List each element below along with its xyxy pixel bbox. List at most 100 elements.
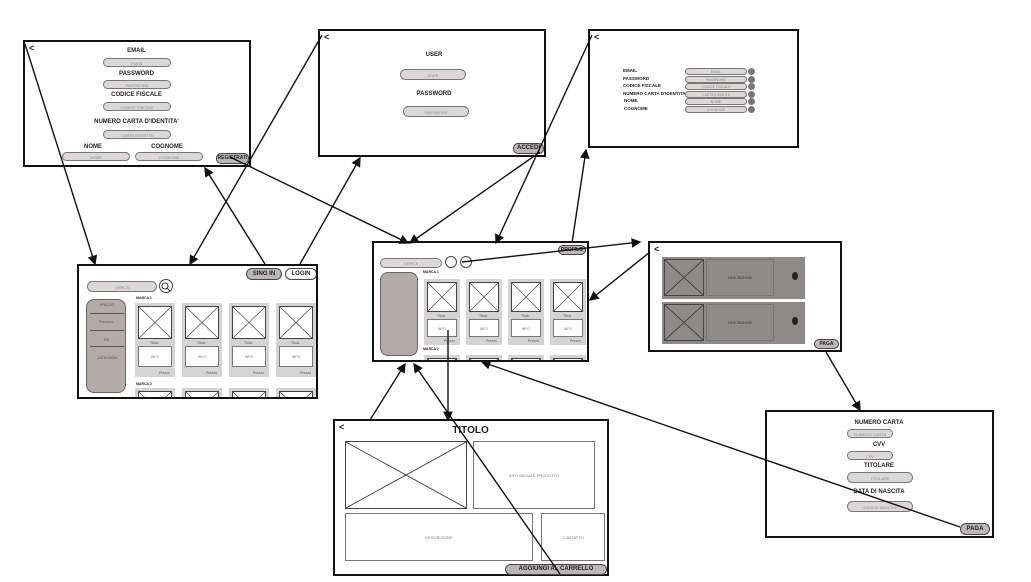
password-field[interactable]: PASSWORD	[403, 106, 469, 117]
back-icon[interactable]: <	[594, 32, 600, 42]
km-slider[interactable]	[90, 346, 124, 347]
back-icon[interactable]: <	[654, 244, 660, 254]
edit-icon[interactable]	[748, 68, 755, 75]
birth-field[interactable]: DATA DI NASCITA	[847, 501, 913, 512]
detail-frame: < TITOLO INFO INIZIALE PRODOTTO DESCRIZI…	[333, 419, 609, 576]
product-title: Titolo	[521, 314, 530, 318]
profile-field-value: CARTA IDENTITA	[685, 90, 747, 98]
profile-field-value: CODICE FISCALE	[685, 83, 747, 90]
prezzo-slider[interactable]	[90, 313, 124, 314]
back-icon[interactable]: <	[324, 32, 330, 42]
signin-button[interactable]: SING IN	[246, 268, 282, 280]
product-title: Titolo	[479, 314, 488, 318]
home-frame: SING IN LOGIN CERCA PREZZO Percorso KM C…	[77, 264, 318, 399]
product-image	[664, 304, 704, 341]
user-field[interactable]: USER	[400, 69, 466, 80]
id-field[interactable]: CARTA IDENTITA	[103, 130, 171, 139]
edit-icon[interactable]	[748, 98, 755, 105]
filter-sidebar: PREZZO Percorso KM CATEGORIA	[86, 299, 126, 393]
percorso-slider[interactable]	[90, 330, 124, 331]
user-label: USER	[425, 52, 443, 58]
back-icon[interactable]: <	[339, 422, 345, 432]
product-info: INFO	[427, 319, 457, 337]
remove-icon[interactable]	[792, 272, 798, 280]
arrow	[588, 251, 651, 301]
edit-icon[interactable]	[748, 75, 755, 83]
product-price: Prezzo	[570, 339, 581, 343]
profile-field-value: COGNOME	[685, 105, 747, 113]
section-title: MARCA 1	[423, 270, 439, 274]
card-number-field[interactable]: NUMERO CARTA	[847, 429, 893, 438]
product-info: INFO INIZIALE PRODOTTO	[473, 441, 595, 509]
search-input[interactable]: CERCA	[87, 281, 157, 292]
product-image	[232, 391, 266, 397]
cart-icon[interactable]	[460, 256, 472, 268]
cvv-label: CVV	[872, 442, 886, 448]
edit-icon[interactable]	[748, 105, 755, 113]
login-button[interactable]: ACCEDI	[513, 143, 544, 154]
pay-button[interactable]: PAGA	[960, 523, 990, 535]
product-title: Titolo	[563, 314, 572, 318]
pay-button[interactable]: PAGA	[814, 339, 839, 349]
nome-field[interactable]: NOME	[62, 152, 130, 161]
product-image	[185, 391, 219, 397]
profile-button[interactable]: PROFILO	[558, 245, 586, 255]
cvv-field[interactable]: CVV	[847, 451, 893, 460]
product-image	[345, 441, 467, 509]
edit-icon[interactable]	[748, 90, 755, 98]
add-to-cart-button[interactable]: AGGIUNGI AL CARRELLO	[505, 564, 607, 575]
cart-item-desc: DESCRIZIONE	[706, 259, 774, 296]
profile-field-label: EMAIL	[623, 68, 637, 73]
product-title: Titolo	[150, 341, 159, 345]
product-price: Prezzo	[486, 339, 497, 343]
product-image	[427, 358, 457, 360]
product-price: Prezzo	[300, 371, 311, 375]
holder-field[interactable]: TITOLARE	[847, 472, 913, 483]
id-label: NUMERO CARTA D'IDENTITA'	[94, 119, 179, 125]
filter-sidebar	[380, 272, 418, 356]
arrow	[825, 351, 861, 412]
product-image	[469, 282, 499, 312]
password-label: PASSWORD	[119, 71, 154, 77]
edit-icon[interactable]	[748, 83, 755, 90]
product-info: INFO	[511, 319, 541, 337]
password-field[interactable]: PASSWORD	[103, 80, 171, 89]
cf-field[interactable]: CODICE FISCALE	[103, 102, 171, 111]
login-frame: < USER USER PASSWORD PASSWORD ACCEDI	[318, 29, 546, 157]
login-button[interactable]: LOGIN	[285, 268, 316, 280]
product-image	[553, 282, 583, 312]
product-image	[427, 282, 457, 312]
product-image	[138, 306, 172, 339]
cognome-field[interactable]: COGNOME	[135, 152, 203, 161]
search-icon[interactable]	[445, 256, 457, 268]
product-info: INFO	[469, 319, 499, 337]
product-title: Titolo	[437, 314, 446, 318]
product-image	[279, 306, 313, 339]
register-button[interactable]: REGISTRATI	[216, 153, 249, 164]
email-field[interactable]: EMAIL	[103, 58, 171, 67]
search-icon[interactable]	[159, 279, 173, 293]
arrow	[299, 156, 361, 265]
section-title: MARCA 1	[136, 296, 152, 300]
email-label: EMAIL	[127, 48, 146, 54]
remove-icon[interactable]	[792, 317, 798, 325]
product-image	[553, 358, 583, 360]
product-description: DESCRIZIONE	[345, 513, 533, 561]
search-input[interactable]: CERCA	[380, 258, 442, 268]
